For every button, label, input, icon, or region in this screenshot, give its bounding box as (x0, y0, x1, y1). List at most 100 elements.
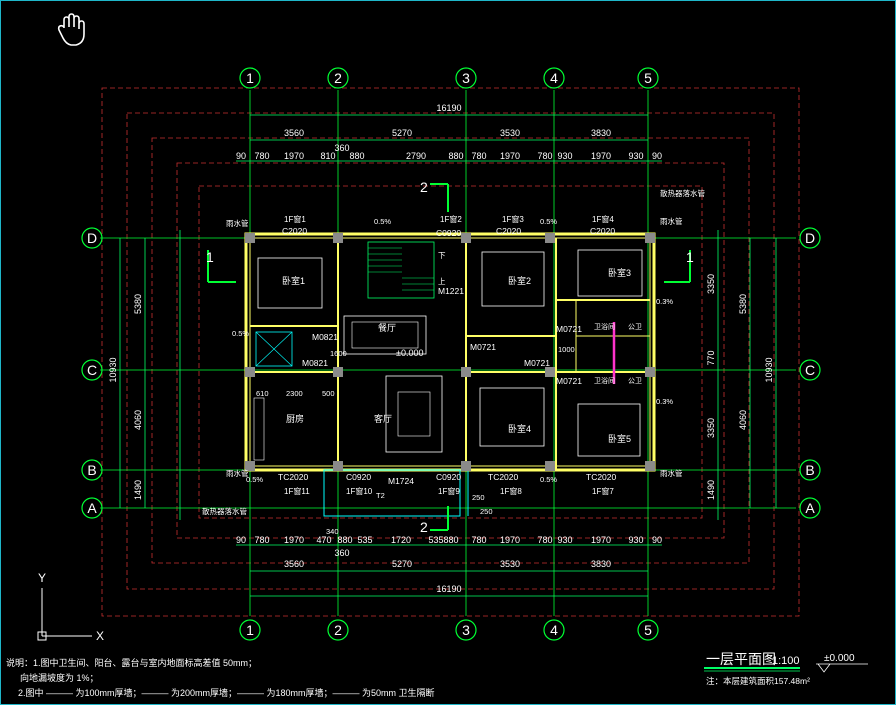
room-label: 卧室1 (282, 275, 305, 286)
room-label: 公卫 (628, 377, 642, 385)
axis-label: D (87, 230, 97, 246)
dimension-lines (119, 114, 777, 597)
note-line: 2.图中 ——— 为100mm厚墙；——— 为200mm厚墙；——— 为180m… (18, 688, 435, 698)
dimension-text: 930 (557, 151, 572, 161)
room-labels: 卧室1 餐厅 卧室2 卧室3 卧室4 卧室5 客厅 厨房 卫浴间 卫浴间 公卫 … (282, 267, 642, 444)
slope-label: 0.5% (540, 217, 557, 226)
section-label: 2 (420, 519, 428, 535)
window-tags: 1F窗1 1F窗2 1F窗3 1F窗4 1F窗11 1F窗10 1F窗9 1F窗… (284, 214, 614, 496)
note-line: 向地漏坡度为 1%； (20, 673, 99, 683)
window-label: C0920 (436, 472, 461, 482)
slope-label: 0.3% (656, 297, 673, 306)
small-dim: 1000 (558, 345, 575, 354)
column (461, 233, 471, 243)
dimension-text: 360 (334, 143, 349, 153)
window-label: C2020 (590, 226, 615, 236)
small-dim: 1600 (330, 349, 347, 358)
dimension-text: 1970 (591, 151, 611, 161)
dimension-text: 5270 (392, 559, 412, 569)
area-note: 注：本层建筑面积157.48m² (706, 676, 810, 686)
room-label: 卫浴间 (594, 322, 615, 331)
dimension-text: 780 (254, 151, 269, 161)
dimension-text: 1720 (391, 535, 411, 545)
pipe-label: 雨水管 (660, 216, 683, 226)
note-line: 说明：1.图中卫生间、阳台、露台与室内地面标高差值 50mm； (6, 658, 258, 668)
dimension-text: 1970 (284, 535, 304, 545)
window-label: C0920 (436, 228, 461, 238)
dimension-text: 1970 (284, 151, 304, 161)
axis-bubble (81, 459, 103, 481)
room-label: 卧室5 (608, 433, 631, 444)
dimension-text: 90 (652, 535, 662, 545)
column (333, 461, 343, 471)
door-label: M1221 (438, 286, 464, 296)
drawing-title: 一层平面图 (706, 651, 776, 667)
dimension-text: 535 (357, 535, 372, 545)
dimension-text: 3350 (706, 274, 716, 294)
pan-hand-icon[interactable] (57, 13, 85, 46)
dimension-text: 4060 (133, 410, 143, 430)
dimension-text: 16190 (436, 584, 461, 594)
slope-label: 0.5% (374, 217, 391, 226)
axis-label: 4 (550, 70, 558, 86)
room-label: 公卫 (628, 323, 642, 331)
window-label: C2020 (282, 226, 307, 236)
small-dim: 250 (472, 493, 485, 502)
axis-label: A (805, 500, 815, 516)
pipe-label: 散热器落水管 (202, 506, 247, 516)
slope-label: 0.5% (232, 329, 249, 338)
window-tag: 1F窗10 (346, 486, 373, 496)
window-label: TC2020 (278, 472, 309, 482)
window-tag: 1F窗2 (440, 214, 462, 224)
column (245, 233, 255, 243)
dimension-text: 1970 (591, 535, 611, 545)
window-tag: 1F窗1 (284, 214, 306, 224)
dimension-text: 1490 (133, 480, 143, 500)
pipe-label: 雨水管 (226, 218, 249, 228)
dimension-text: 5380 (738, 294, 748, 314)
dimension-text: 4060 (738, 410, 748, 430)
dimension-text: 3530 (500, 128, 520, 138)
column (461, 461, 471, 471)
room-label: 厨房 (286, 413, 304, 424)
drawing-scale: 1:100 (772, 655, 800, 667)
outline-dashes (101, 87, 800, 617)
axis-bubble (327, 619, 349, 641)
dimension-text: 780 (537, 151, 552, 161)
dimension-text: 930 (557, 535, 572, 545)
dimension-text: 780 (537, 535, 552, 545)
dimension-text: 810 (320, 151, 335, 161)
dimension-text: 16190 (436, 103, 461, 113)
window-tag: 1F窗8 (500, 486, 522, 496)
opening-labels: C2020 C0920 C2020 C2020 TC2020 C0920 M17… (278, 226, 617, 486)
building-walls (244, 232, 656, 517)
dimension-text: 3830 (591, 559, 611, 569)
axis-bubble (637, 619, 659, 641)
window-tag: 1F窗3 (502, 214, 524, 224)
window-label: TC2020 (586, 472, 617, 482)
section-label: 2 (420, 179, 428, 195)
dimension-text: 3350 (706, 418, 716, 438)
axis-label: C (805, 362, 815, 378)
dimension-text: 3830 (591, 128, 611, 138)
dimension-text: 470 (316, 535, 331, 545)
window-label: C2020 (496, 226, 521, 236)
dimension-text: 360 (334, 548, 349, 558)
axis-label: 1 (246, 622, 254, 638)
column (645, 461, 655, 471)
small-dim: 250 (480, 507, 493, 516)
door-label: M0821 (302, 358, 328, 368)
axis-label: 5 (644, 622, 652, 638)
stair-label: T2 (376, 491, 385, 500)
dimension-text: 930 (628, 535, 643, 545)
dimension-text: 930 (628, 151, 643, 161)
section-labels: 1 1 2 2 (206, 179, 694, 535)
column (333, 367, 343, 377)
title-block: 一层平面图 1:100 注：本层建筑面积157.48m² ±0.000 (704, 651, 868, 686)
stair-label: 下 (438, 251, 446, 260)
slope-label: 0.3% (656, 397, 673, 406)
dimension-text: 90 (236, 151, 246, 161)
dimension-text: 3560 (284, 559, 304, 569)
axis-bubble (81, 359, 103, 381)
